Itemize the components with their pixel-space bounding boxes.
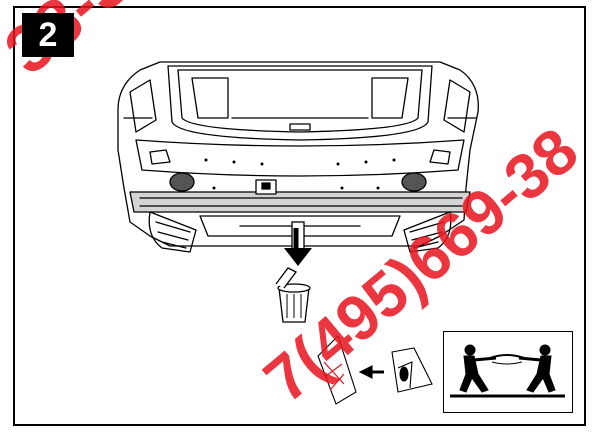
step-number: 2	[38, 15, 58, 54]
left-wheel	[148, 211, 197, 253]
step-number-badge: 2	[22, 13, 74, 57]
trash-bin-icon	[275, 267, 311, 323]
two-person-warning-box	[443, 331, 573, 413]
down-arrow-icon	[284, 221, 312, 266]
rear-panel	[135, 139, 465, 177]
right-wheel	[403, 211, 452, 253]
tailgate-opening	[167, 65, 433, 141]
crash-beam	[129, 191, 471, 213]
two-person-lift-icon	[450, 344, 565, 398]
cut-foam-reuse-icon	[317, 334, 433, 405]
car-body-outline	[117, 61, 479, 247]
